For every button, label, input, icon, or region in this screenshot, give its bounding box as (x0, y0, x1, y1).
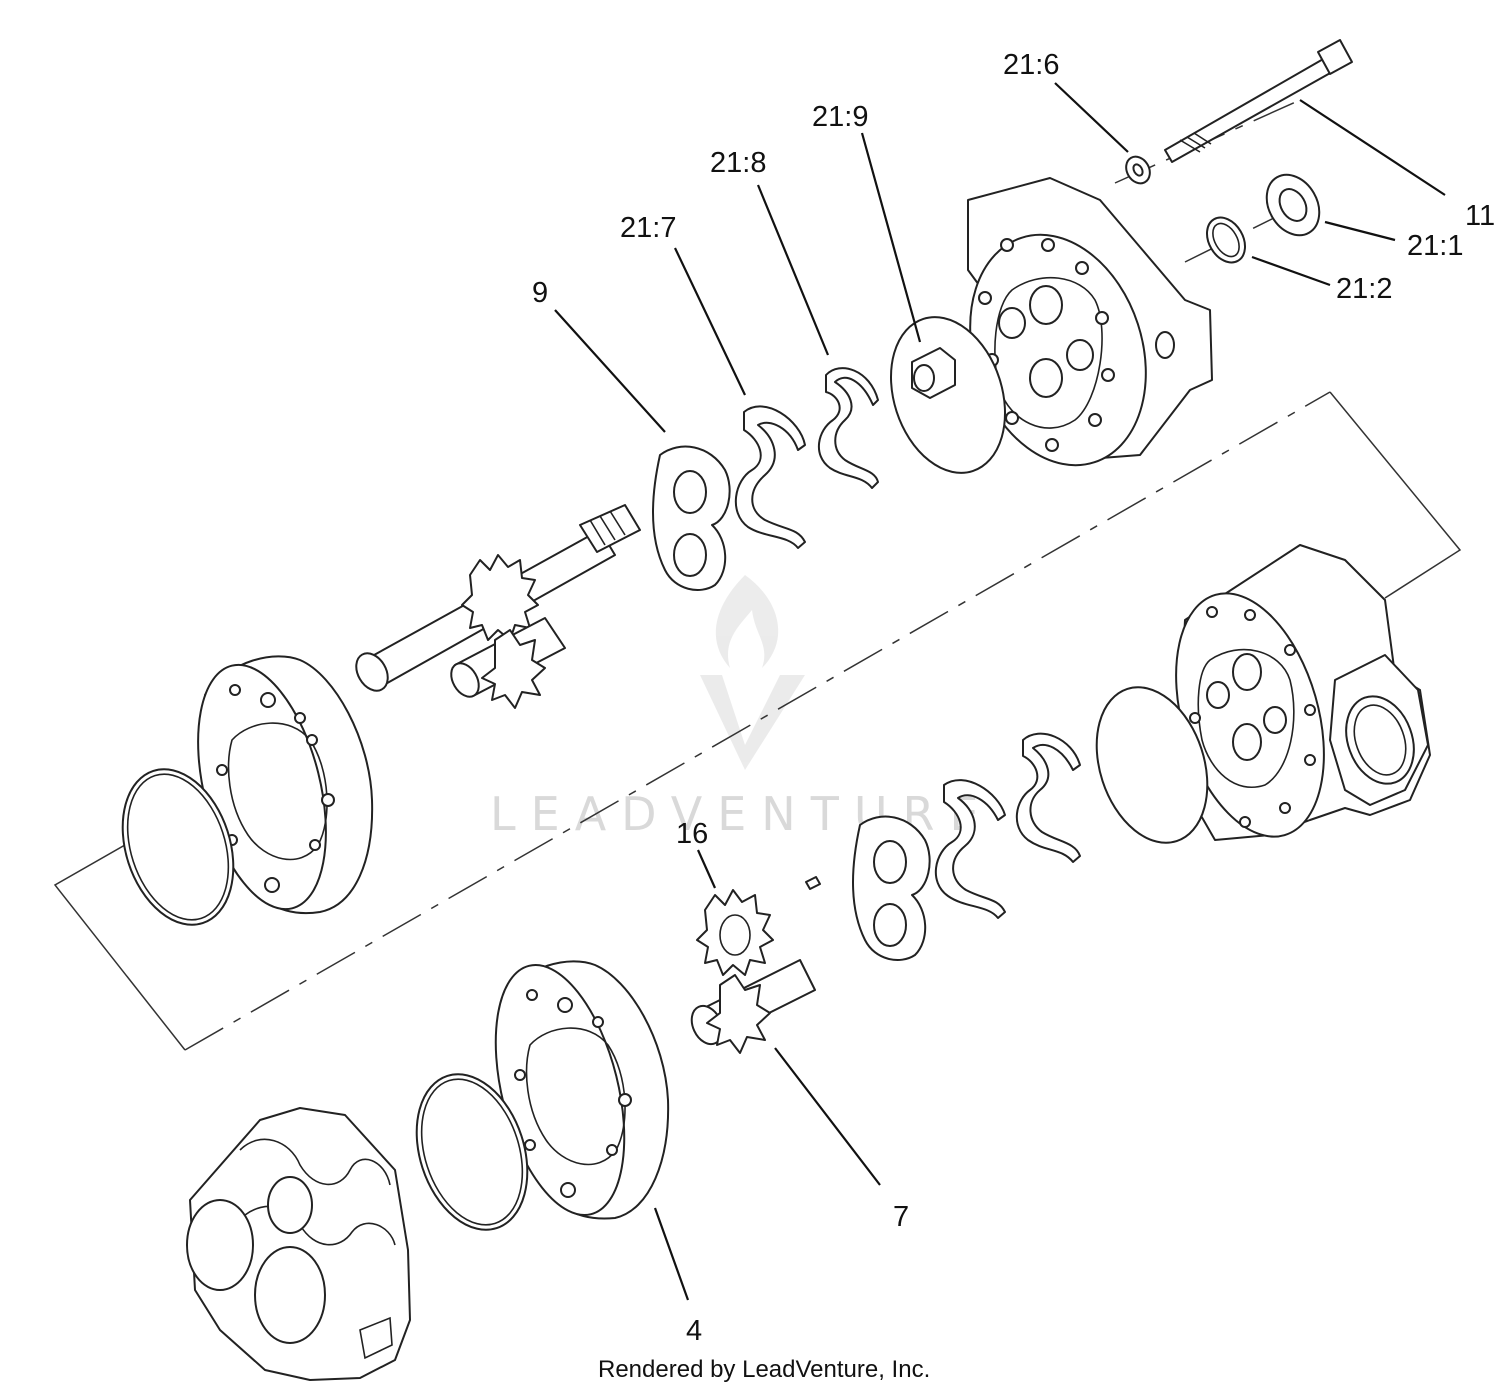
watermark-logo (700, 575, 805, 770)
callout-21-1: 21:1 (1407, 230, 1463, 262)
wear-plate-lower (852, 815, 931, 961)
gear-housing-lower (494, 960, 670, 1220)
seal-clip-upper-a (817, 367, 879, 489)
leader-lines (554, 82, 1446, 1301)
wear-plate-upper (652, 445, 731, 591)
seal-clip-upper-b (734, 405, 806, 549)
o-ring-left (121, 768, 235, 926)
o-ring-lower (415, 1073, 529, 1231)
gear-pair-lower (690, 889, 816, 1054)
drive-shaft-assembly (355, 504, 641, 709)
retaining-ring (1206, 216, 1246, 264)
shaft-seal (1265, 173, 1321, 237)
rear-port-housing (1175, 544, 1431, 841)
through-bolt (1164, 39, 1353, 163)
end-cover (186, 1107, 411, 1381)
callout-7: 7 (893, 1201, 909, 1233)
render-credit: Rendered by LeadVenture, Inc. (598, 1356, 930, 1383)
callout-21-8: 21:8 (710, 147, 766, 179)
callout-16: 16 (676, 818, 708, 850)
o-ring-right (1095, 686, 1209, 844)
seal-clip-lower-a (1015, 732, 1081, 863)
callout-11: 11 (1465, 200, 1495, 232)
front-cover (967, 177, 1213, 467)
assembly-axis (53, 99, 1462, 1051)
dowel-pin (805, 876, 821, 890)
callout-21-9: 21:9 (812, 101, 868, 133)
seal-clip-lower-b (934, 779, 1006, 919)
washer (1125, 155, 1151, 185)
callout-4: 4 (686, 1315, 702, 1347)
gasket-ring-upper (890, 316, 1006, 474)
callout-21-7: 21:7 (620, 212, 676, 244)
callout-21-6: 21:6 (1003, 49, 1059, 81)
callout-21-2: 21:2 (1336, 273, 1392, 305)
callout-9: 9 (532, 277, 548, 309)
